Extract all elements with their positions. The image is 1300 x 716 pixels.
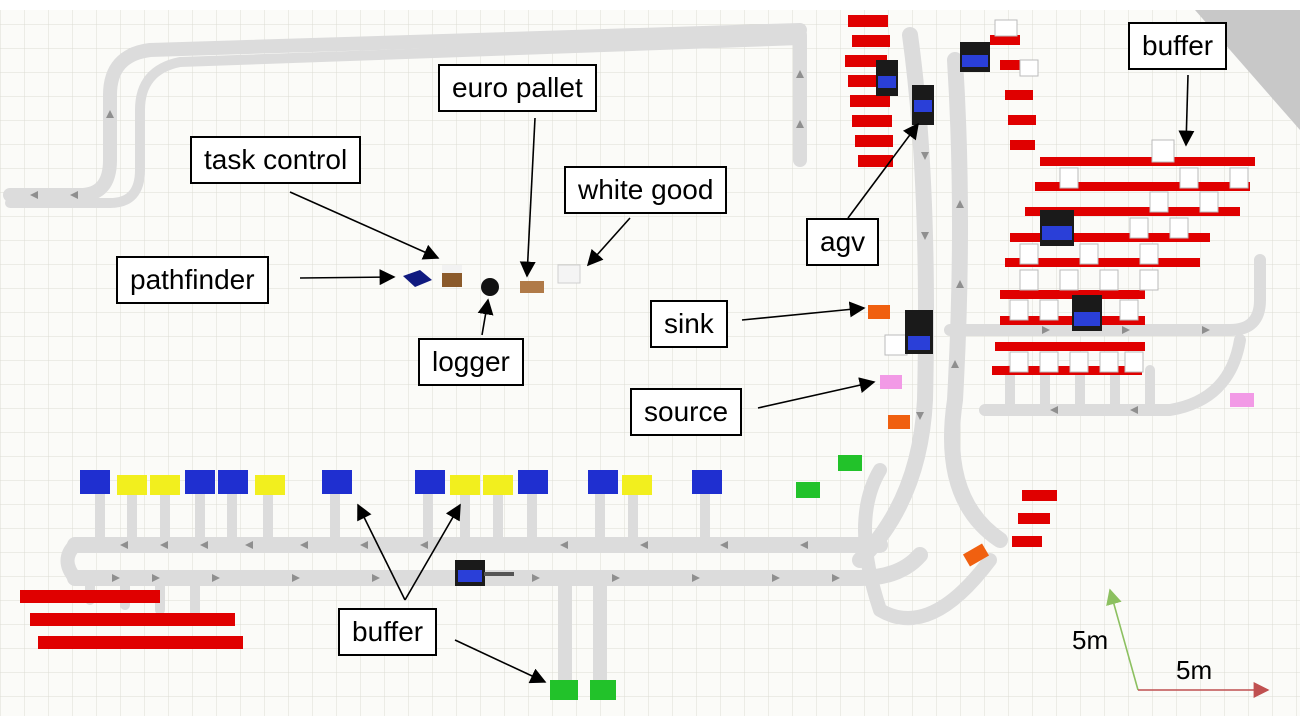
sink-source-markers [868, 305, 1254, 567]
label-buffer-top: buffer [1128, 22, 1228, 70]
white-good-object [557, 264, 581, 284]
label-pathfinder: pathfinder [116, 256, 269, 304]
pathfinder-object [403, 270, 432, 287]
label-logger: logger [418, 338, 524, 386]
right-rack-goods [884, 19, 1249, 373]
logger-object [481, 278, 499, 296]
label-sink: sink [650, 300, 728, 348]
scale-vertical-arrow [1106, 588, 1139, 691]
bottom-left-storage-racks [20, 490, 1057, 649]
agv-vehicle [905, 310, 933, 354]
scale-label-horizontal: 5m [1176, 655, 1213, 685]
scale-indicator [1106, 588, 1270, 698]
agv-vehicle [960, 42, 990, 72]
agv-vehicle [876, 60, 898, 96]
agv-vehicle [912, 85, 934, 125]
task-control-object [442, 265, 462, 287]
agv-track-network [3, 23, 1266, 697]
label-buffer-bottom: buffer [338, 608, 438, 656]
scale-label-vertical: 5m [1072, 625, 1109, 655]
label-task-control: task control [190, 136, 362, 184]
label-euro-pallet: euro pallet [438, 64, 597, 112]
agv-vehicle [455, 560, 514, 586]
agv-vehicles [455, 42, 1102, 586]
agv-vehicle [1040, 210, 1074, 246]
euro-pallet-object [520, 281, 544, 293]
green-buffers [550, 455, 862, 700]
agv-vehicle [1072, 295, 1102, 331]
label-agv: agv [806, 218, 880, 266]
label-white-good: white good [564, 166, 728, 214]
bottom-buffer-row [80, 470, 722, 495]
callout-arrows [289, 74, 1195, 684]
label-source: source [630, 388, 743, 436]
